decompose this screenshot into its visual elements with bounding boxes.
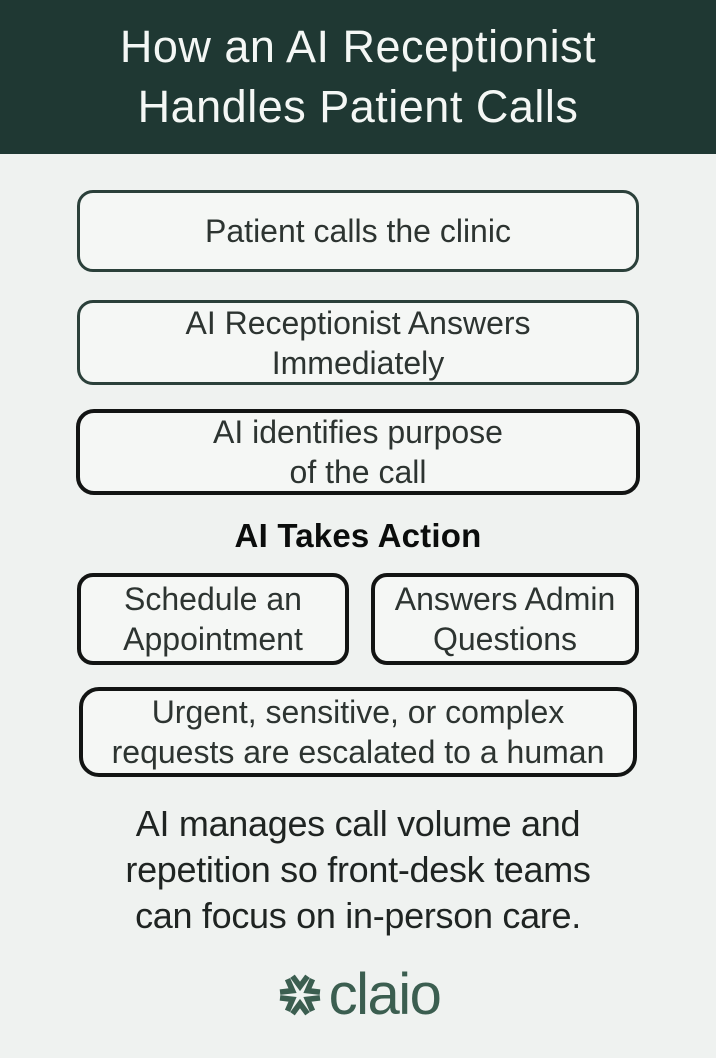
page-title-line-1: How an AI Receptionist bbox=[119, 21, 597, 72]
summary-line: can focus on in-person care. bbox=[135, 895, 581, 936]
flow-step-text: of the call bbox=[289, 454, 427, 490]
summary-line: AI manages call volume and bbox=[135, 803, 581, 844]
header-banner: How an AI Receptionist Handles Patient C… bbox=[0, 0, 716, 154]
section-heading-ai-takes-action: AI Takes Action bbox=[234, 517, 482, 554]
flow-step-text: Patient calls the clinic bbox=[205, 213, 511, 249]
brand-logo: claio bbox=[0, 965, 716, 1025]
asterisk-flower-icon bbox=[279, 974, 320, 1016]
action-box-text: Appointment bbox=[123, 621, 303, 657]
brand-name: claio bbox=[328, 962, 442, 1027]
escalation-text: Urgent, sensitive, or complex bbox=[151, 694, 565, 730]
action-box-schedule-appointment: Schedule an Appointment bbox=[77, 573, 349, 665]
flow-step-ai-identifies-purpose: AI identifies purpose of the call bbox=[76, 409, 640, 495]
action-box-text: Answers Admin bbox=[394, 581, 616, 617]
flow-step-text: AI identifies purpose bbox=[213, 414, 503, 450]
escalation-text: requests are escalated to a human bbox=[111, 734, 605, 770]
flow-step-ai-answers: AI Receptionist Answers Immediately bbox=[77, 300, 639, 385]
action-box-text: Schedule an bbox=[124, 581, 302, 617]
summary-line: repetition so front-desk teams bbox=[125, 849, 591, 890]
flow-step-text: Immediately bbox=[271, 344, 445, 381]
summary-paragraph: AI manages call volume and repetition so… bbox=[0, 801, 716, 939]
page-title-line-2: Handles Patient Calls bbox=[137, 81, 579, 132]
flow-step-text: AI Receptionist Answers bbox=[185, 304, 531, 341]
action-options-row: Schedule an Appointment Answers Admin Qu… bbox=[0, 573, 716, 665]
escalation-note-box: Urgent, sensitive, or complex requests a… bbox=[79, 687, 637, 777]
action-box-answers-admin-questions: Answers Admin Questions bbox=[371, 573, 639, 665]
flow-step-patient-calls: Patient calls the clinic bbox=[77, 190, 639, 272]
action-box-text: Questions bbox=[432, 621, 578, 657]
page-title: How an AI Receptionist Handles Patient C… bbox=[120, 17, 596, 137]
